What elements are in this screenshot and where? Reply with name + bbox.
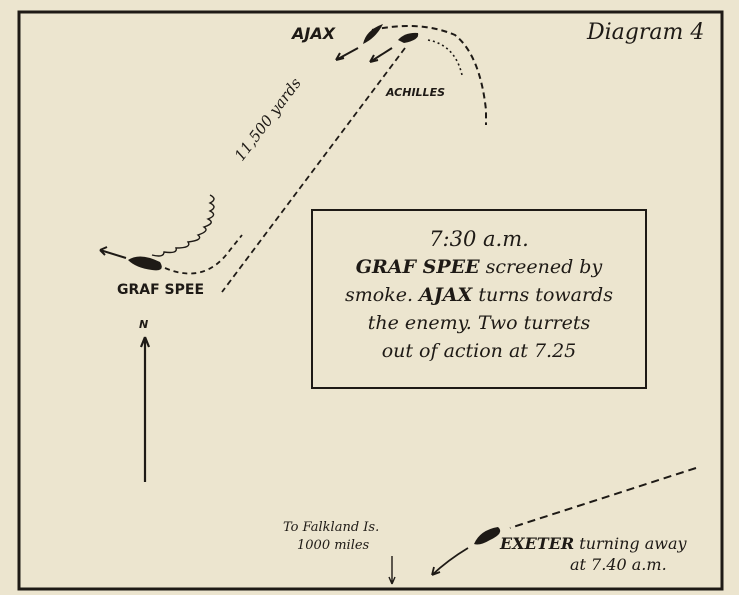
graf-spee-ship — [128, 256, 162, 271]
achilles-heading-arrow — [369, 47, 393, 63]
ajax-track — [371, 25, 487, 125]
info-text: screened by — [479, 256, 603, 278]
achilles-ship — [398, 32, 419, 43]
info-text: smoke. — [345, 284, 420, 306]
graf-spee-label: GRAF SPEE — [117, 282, 205, 298]
ajax-ref: AJAX — [419, 284, 473, 306]
exeter-note-text: turning away — [574, 534, 687, 553]
info-line-4: out of action at 7.25 — [381, 340, 577, 362]
north-label: N — [139, 318, 149, 331]
graf-spee-track — [164, 234, 243, 275]
north-arrow — [139, 336, 151, 482]
smoke-screen — [151, 194, 215, 257]
exeter-note-line-2: at 7.40 a.m. — [570, 555, 667, 574]
diagram-title: Diagram 4 — [587, 20, 705, 45]
exeter-ship — [474, 527, 501, 545]
info-box: 7:30 a.m. GRAF SPEE screened by smoke. A… — [311, 209, 647, 389]
info-line-2: smoke. AJAX turns towards — [313, 281, 645, 309]
exeter-track — [509, 467, 697, 529]
achilles-label: ACHILLES — [386, 86, 446, 99]
falkland-arrow — [388, 556, 396, 585]
frame — [17, 10, 724, 591]
exeter-heading-arrow — [431, 547, 469, 576]
falkland-line-1: To Falkland Is. — [283, 520, 380, 535]
graf-spee-ref: GRAF SPEE — [355, 256, 480, 278]
falkland-line-2: 1000 miles — [297, 538, 370, 553]
ajax-ship — [363, 24, 383, 44]
achilles-track — [427, 39, 463, 76]
exeter-label: EXETER — [500, 534, 575, 553]
exeter-note-line-1: EXETER turning away — [500, 534, 687, 553]
ajax-label: AJAX — [292, 24, 336, 43]
info-line-1: GRAF SPEE screened by — [313, 253, 645, 281]
info-text: turns towards — [472, 284, 613, 306]
info-time: 7:30 a.m. — [429, 227, 529, 251]
graf-spee-heading-arrow — [99, 246, 127, 259]
info-line-3: the enemy. Two turrets — [367, 312, 591, 334]
range-line — [221, 47, 406, 293]
ajax-heading-arrow — [335, 47, 359, 61]
